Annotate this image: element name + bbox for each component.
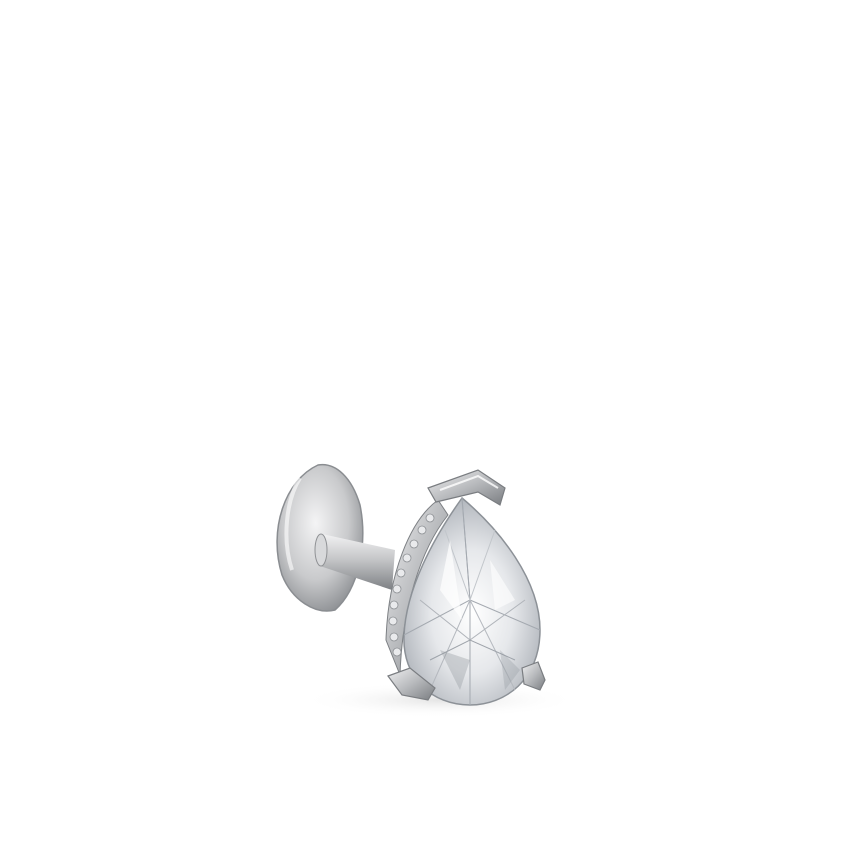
bottom-left-prong bbox=[387, 667, 436, 701]
earring-post bbox=[314, 533, 395, 590]
bottom-right-prong bbox=[521, 661, 546, 691]
pear-diamond bbox=[403, 496, 541, 706]
pave-setting bbox=[385, 499, 449, 676]
top-prong bbox=[427, 469, 506, 506]
